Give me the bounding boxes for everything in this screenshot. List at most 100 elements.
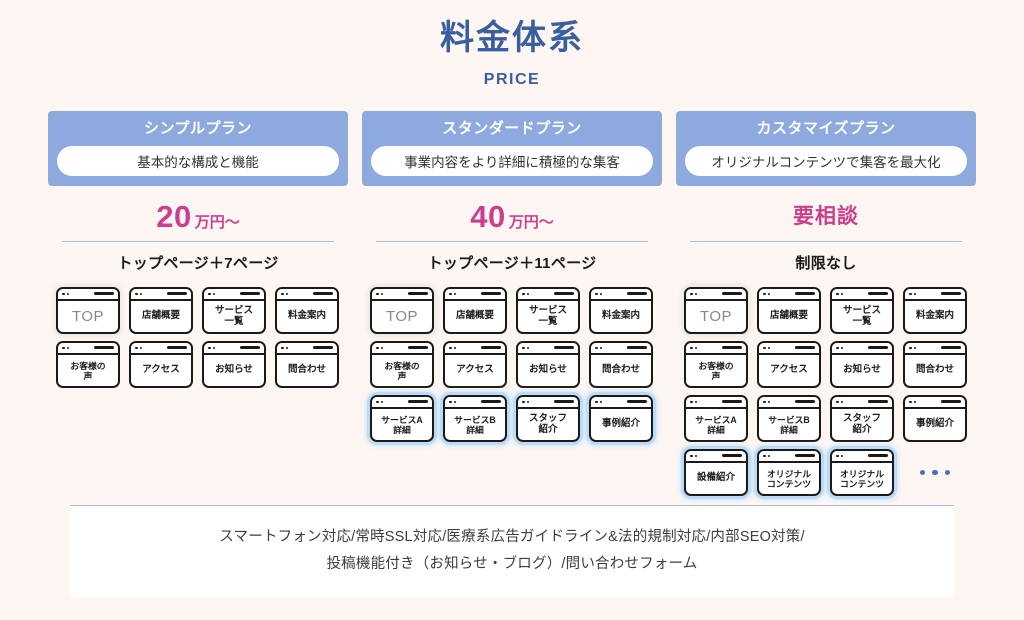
page-card-slot: オリジナルコンテンツ (757, 448, 821, 496)
window-dot-icon (285, 346, 289, 350)
page-card-slot: 店舗概要 (129, 286, 193, 334)
window-addressbar-icon (554, 292, 574, 296)
browser-window-icon (518, 396, 578, 409)
window-addressbar-icon (240, 292, 260, 296)
window-dot-icon (449, 292, 452, 296)
window-dot-icon (139, 346, 143, 350)
browser-window-icon (686, 450, 746, 463)
window-addressbar-icon (94, 292, 114, 296)
plan-header: カスタマイズプランオリジナルコンテンツで集客を最大化 (676, 110, 976, 186)
window-addressbar-icon (94, 346, 114, 350)
footer-divider (70, 505, 954, 507)
page-card-label: お知らせ (215, 364, 253, 376)
window-addressbar-icon (941, 292, 961, 296)
window-dot-icon (909, 400, 912, 404)
page-card: アクセス (443, 340, 507, 388)
window-addressbar-icon (408, 292, 428, 296)
page-card: お知らせ (516, 340, 580, 388)
window-addressbar-icon (868, 292, 888, 296)
plan-header: スタンダードプラン事業内容をより詳細に積極的な集客 (362, 110, 662, 186)
page-card-label: 事例紹介 (915, 418, 954, 430)
window-dot-icon (767, 400, 771, 404)
window-addressbar-icon (795, 292, 815, 296)
page-card: オリジナルコンテンツ (757, 448, 821, 496)
window-addressbar-icon (481, 346, 501, 350)
window-addressbar-icon (868, 400, 888, 404)
page-card-slot: スタッフ紹介 (830, 394, 894, 442)
browser-window-icon (58, 342, 118, 355)
page-title: 料金体系 (440, 19, 584, 57)
window-dot-icon (66, 346, 70, 350)
page-card: 事例紹介 (589, 394, 653, 442)
plan-divider (376, 240, 648, 242)
page-card-slot: 設備紹介 (684, 448, 748, 496)
page-card: 店舗概要 (757, 286, 821, 334)
page-card-label: TOP (699, 308, 733, 326)
more-pages-ellipsis-icon (903, 449, 967, 496)
window-dot-icon (694, 400, 698, 404)
plan-name: スタンダードプラン (442, 119, 582, 137)
window-dot-icon (694, 292, 698, 296)
window-dot-icon (595, 292, 598, 296)
window-addressbar-icon (408, 346, 428, 350)
footer-line-2: 投稿機能付き（お知らせ・ブログ）/問い合わせフォーム (326, 556, 698, 573)
page-card: サービス一覧 (516, 286, 580, 334)
window-addressbar-icon (627, 346, 647, 350)
window-dot-icon (135, 292, 138, 296)
window-dot-icon (285, 292, 289, 296)
window-dot-icon (595, 400, 598, 404)
window-dot-icon (281, 292, 284, 296)
page-card-label: 料金案内 (601, 310, 640, 322)
browser-window-icon (131, 288, 191, 301)
window-dot-icon (690, 400, 693, 404)
page-card-slot (903, 449, 967, 496)
window-dot-icon (599, 292, 603, 296)
page-card-label: スタッフ紹介 (528, 412, 567, 435)
window-dot-icon (836, 454, 839, 458)
page-card-label: 問合わせ (601, 364, 640, 376)
window-dot-icon (376, 292, 379, 296)
window-dot-icon (526, 292, 530, 296)
window-addressbar-icon (722, 292, 742, 296)
window-dot-icon (208, 346, 211, 350)
window-addressbar-icon (868, 346, 888, 350)
page-card: スタッフ紹介 (830, 394, 894, 442)
page-card: 料金案内 (275, 286, 339, 334)
window-dot-icon (599, 346, 603, 350)
window-dot-icon (453, 292, 457, 296)
window-dot-icon (453, 346, 457, 350)
window-dot-icon (690, 292, 693, 296)
window-dot-icon (690, 346, 693, 350)
page-card-slot: お知らせ (516, 340, 580, 388)
page-card-slot: TOP (370, 286, 434, 334)
plan-pages-label: トップページ＋7ページ (117, 254, 279, 272)
window-addressbar-icon (481, 400, 501, 404)
plan-header: シンプルプラン基本的な構成と機能 (48, 110, 348, 186)
page-card-slot: お客様の声 (56, 340, 120, 388)
window-dot-icon (212, 346, 216, 350)
page-card-label: サービス一覧 (528, 304, 567, 327)
page-card-label: アクセス (142, 364, 180, 376)
window-dot-icon (595, 346, 598, 350)
window-dot-icon (380, 292, 384, 296)
plan-description: 事業内容をより詳細に積極的な集客 (371, 145, 653, 176)
page-card: 問合わせ (903, 340, 967, 388)
window-addressbar-icon (408, 400, 428, 404)
page-card-slot: 問合わせ (589, 340, 653, 388)
window-dot-icon (913, 292, 917, 296)
window-dot-icon (376, 346, 379, 350)
page-card-slot: 店舗概要 (757, 286, 821, 334)
browser-window-icon (445, 288, 505, 301)
window-dot-icon (840, 292, 844, 296)
page-card-label: 料金案内 (915, 310, 954, 322)
